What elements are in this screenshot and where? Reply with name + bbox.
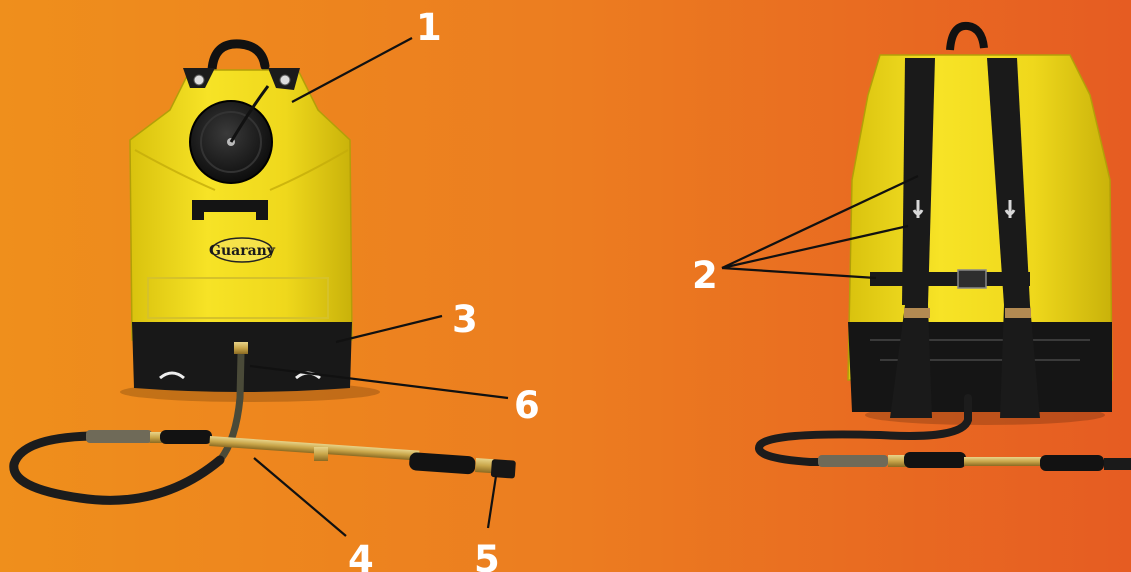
- callout-label-2: 2: [692, 254, 718, 297]
- back-lance-tube: [964, 457, 1044, 466]
- callout-label-1: 1: [416, 6, 442, 49]
- back-top-handle: [950, 26, 984, 50]
- brand-logo: Guarany: [209, 243, 276, 259]
- front-eyelet-right: [280, 75, 290, 85]
- front-eyelet-left: [194, 75, 204, 85]
- leader-line-4: [254, 458, 346, 536]
- front-hose: [14, 436, 220, 500]
- pump-lance: [86, 430, 516, 479]
- leader-line-5: [488, 476, 496, 528]
- front-view-sprayer: Guarany: [14, 44, 516, 500]
- callout-label-5: 5: [474, 538, 500, 572]
- lance-spring-guard: [86, 430, 152, 443]
- chest-strap-buckle: [958, 270, 986, 288]
- lance-front-grip: [409, 452, 476, 475]
- back-spray-nozzle: [1104, 458, 1131, 470]
- back-bottom-band: [848, 322, 1112, 412]
- callout-label-6: 6: [514, 384, 540, 427]
- lance-collar: [314, 447, 328, 461]
- callout-label-3: 3: [452, 298, 478, 341]
- lance-rear-grip: [160, 430, 212, 444]
- back-lance-spring-guard: [818, 455, 888, 467]
- outlet-valve: [234, 342, 248, 354]
- back-lance-front-grip: [1040, 455, 1104, 471]
- back-lance-grip: [904, 452, 966, 468]
- back-view-sprayer: [759, 26, 1131, 471]
- strap-buckle-left: [904, 308, 930, 318]
- callout-label-4: 4: [348, 538, 374, 572]
- leader-line-1: [292, 38, 412, 102]
- chest-strap: [870, 272, 1030, 286]
- strap-buckle-right: [1005, 308, 1031, 318]
- front-top-handle: [212, 44, 265, 70]
- spray-nozzle: [491, 459, 516, 479]
